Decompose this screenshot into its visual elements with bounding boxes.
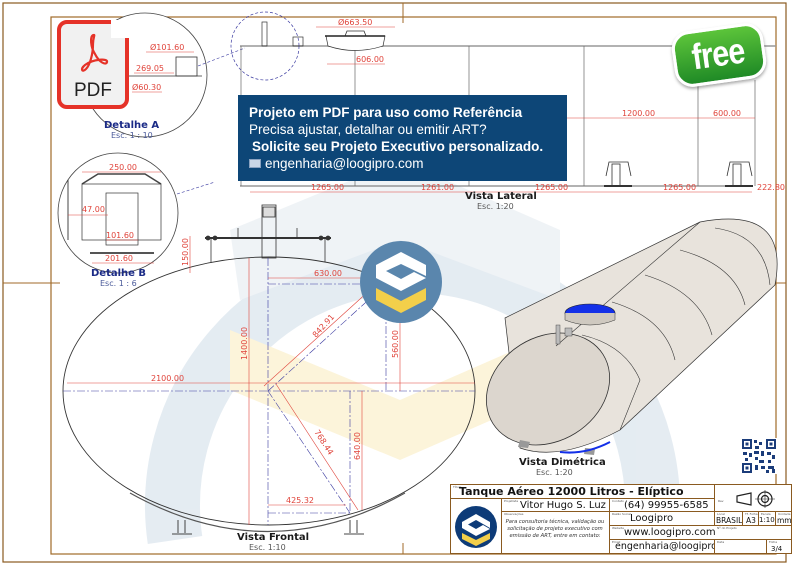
detail-a-scale: Esc. 1 : 10	[111, 131, 153, 140]
dim-offset-y-top: 560.00	[391, 330, 400, 358]
side-view-scale: Esc. 1:20	[477, 202, 514, 211]
sheet-caption: Folha	[769, 540, 778, 544]
watermark-center-logo	[360, 241, 442, 323]
banner-email[interactable]: engenharia@loogipro.com	[265, 156, 424, 171]
designer-name: Vitor Hugo S. Luz	[520, 500, 606, 511]
dim-detail-b-4: 201.60	[105, 254, 133, 263]
detail-a-title: Detalhe A	[104, 120, 160, 131]
dim-end-offset: 222.80	[757, 183, 785, 192]
sheet-number: 3/4	[771, 545, 783, 553]
email-caption: Email	[612, 540, 621, 544]
free-label: free	[688, 29, 747, 78]
banner-line-1: Projeto em PDF para uso como Referência	[249, 105, 523, 120]
contact-phone: (64) 99955-6585	[624, 500, 709, 511]
qr-code[interactable]	[741, 438, 777, 474]
drawing-title: Tanque Aéreo 12000 Litros - Elíptico	[459, 485, 684, 498]
website[interactable]: www.loogipro.com	[624, 527, 716, 538]
unit: mm	[777, 516, 792, 525]
title-block: Título Tanque Aéreo 12000 Litros - Elípt…	[450, 484, 792, 554]
dim-detail-a-3: Ø60.30	[132, 82, 161, 92]
scale-caption: Escala	[761, 512, 771, 516]
dim-section-600: 600.00	[713, 109, 741, 118]
dim-detail-a-1: Ø101.60	[150, 42, 184, 52]
website-caption: Website	[612, 526, 624, 530]
banner-line-2: Precisa ajustar, detalhar ou emitir ART?	[249, 122, 487, 137]
mail-icon	[249, 159, 261, 168]
project-number-caption: Nº do Projeto	[717, 526, 737, 530]
dim-nozzle-height: 150.00	[181, 238, 190, 266]
dim-detail-b-1: 250.00	[109, 163, 137, 172]
detail-b-title: Detalhe B	[91, 268, 147, 279]
dim-support-1: 1265.00	[311, 183, 344, 192]
sheet-size-caption: Tf. Folha	[745, 512, 758, 516]
title-caption: Título	[453, 485, 462, 489]
dim-detail-b-3: 101.60	[106, 231, 134, 240]
sheet-size: A3	[746, 516, 756, 525]
dim-offset-y-bottom: 640.00	[353, 432, 362, 460]
inner-frame	[50, 16, 777, 555]
company-caption: Razão Social	[612, 512, 631, 516]
date-caption: Data	[717, 540, 725, 544]
dim-front-width: 2100.00	[151, 374, 184, 383]
front-view-title: Vista Frontal	[237, 532, 310, 543]
dim-support-4: 1265.00	[663, 183, 696, 192]
dim-offset-x-bottom: 425.32	[286, 496, 314, 505]
unit-caption: Unidade	[778, 512, 791, 516]
side-view-title: Vista Lateral	[465, 191, 537, 202]
banner-line-3: Solicite seu Projeto Executivo personali…	[252, 139, 544, 154]
dim-manhole-diameter: Ø663.50	[338, 17, 372, 27]
dim-radius-bottom: 768.44	[312, 428, 335, 456]
front-top-nozzles	[205, 204, 331, 263]
dim-front-height: 1400.00	[240, 327, 249, 360]
projection-symbol-icon	[736, 490, 775, 508]
designer-caption: Projetista	[504, 499, 519, 503]
dim-section-1200: 1200.00	[622, 109, 655, 118]
dim-support-3: 1265.00	[535, 183, 568, 192]
promo-banner: Projeto em PDF para uso como Referência …	[238, 95, 567, 181]
pdf-badge[interactable]: PDF	[57, 20, 129, 109]
pdf-badge-label: PDF	[74, 80, 112, 101]
dimetric-view-scale: Esc. 1:20	[536, 468, 573, 477]
dimetric-view-title: Vista Dimétrica	[519, 457, 606, 468]
detail-b-scale: Esc. 1 : 6	[100, 279, 137, 288]
notes-text: Para consultoria técnica, validação ou s…	[505, 519, 605, 539]
detail-b-circle	[57, 152, 179, 274]
scale: 1:100	[759, 516, 775, 524]
loogipro-logo	[455, 506, 497, 548]
dim-detail-a-2: 269.05	[136, 64, 164, 73]
company-name: Loogipro	[630, 513, 674, 524]
rev-caption: Rev	[718, 499, 724, 503]
email[interactable]: engenharia@loogipro.com	[615, 541, 714, 552]
dim-detail-b-2: 47.00	[82, 205, 105, 214]
dim-support-2: 1261.00	[421, 183, 454, 192]
front-view-scale: Esc. 1:10	[249, 543, 286, 552]
notes-caption: Observações	[504, 512, 524, 516]
side-supports	[604, 161, 753, 187]
country-caption: Local	[717, 512, 725, 516]
contact-caption: Contato	[612, 499, 624, 503]
dim-manhole-offset: 606.00	[356, 55, 384, 64]
country: BRASIL	[716, 516, 743, 525]
free-sticker: free	[669, 20, 769, 90]
acrobat-icon	[80, 33, 109, 72]
dim-offset-x-top: 630.00	[314, 269, 342, 278]
dimetric-tank	[485, 218, 778, 455]
